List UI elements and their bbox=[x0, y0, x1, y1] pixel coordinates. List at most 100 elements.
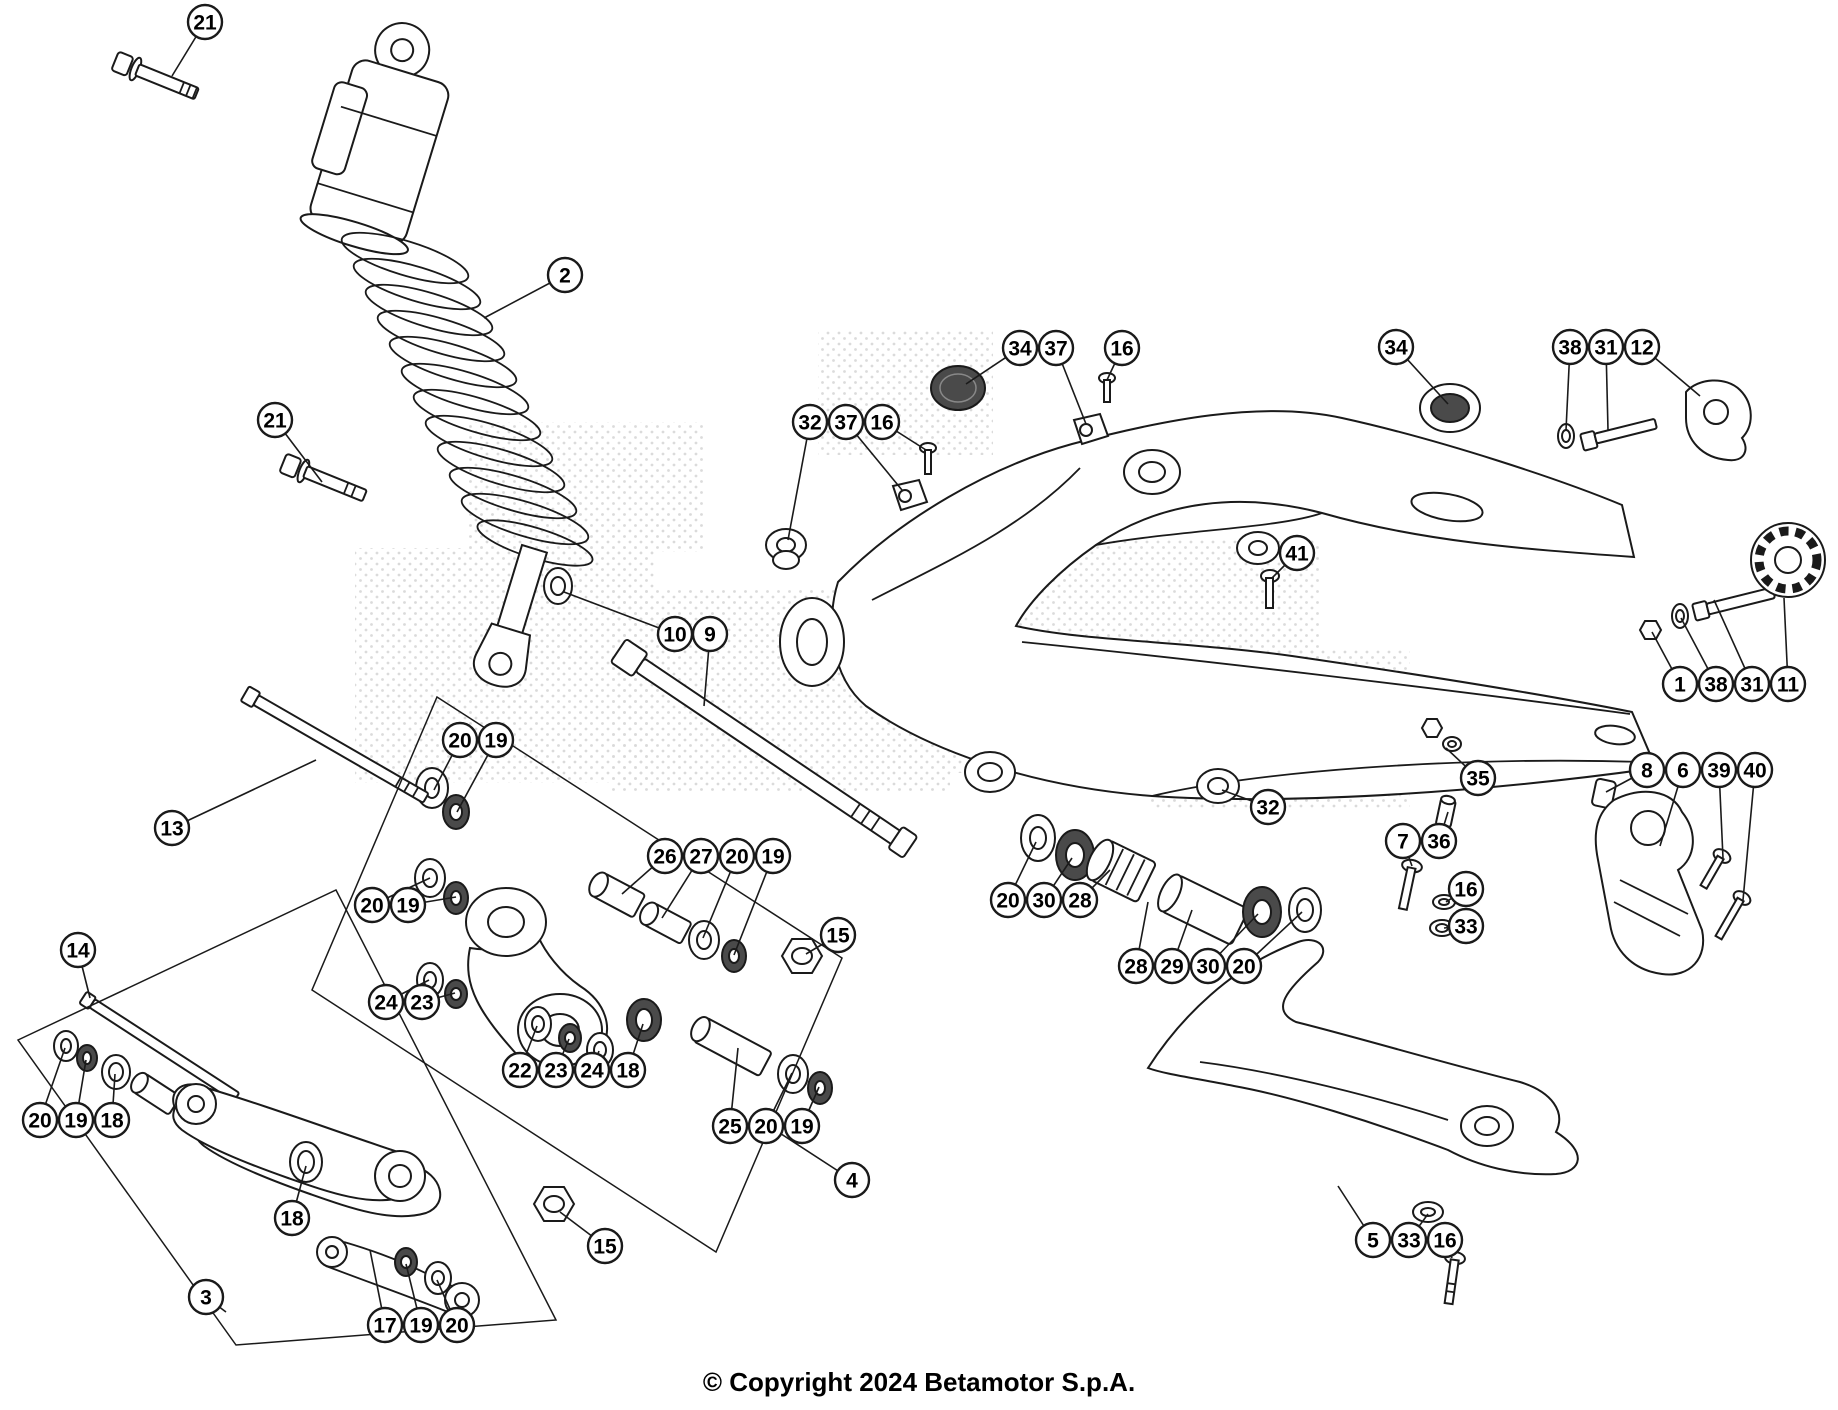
callout-34: 34 bbox=[1001, 329, 1039, 367]
svg-text:16: 16 bbox=[1454, 879, 1477, 902]
svg-text:3: 3 bbox=[200, 1287, 212, 1310]
swingarm-bearing-parts bbox=[543, 528, 1322, 945]
svg-text:4: 4 bbox=[846, 1170, 858, 1193]
shock-clevis bbox=[472, 543, 549, 688]
svg-text:38: 38 bbox=[1558, 337, 1582, 360]
callout-15: 15 bbox=[819, 916, 857, 954]
svg-text:16: 16 bbox=[870, 412, 893, 435]
callout-30: 30 bbox=[1189, 947, 1227, 985]
chain-slider-illustration bbox=[1146, 939, 1579, 1306]
svg-text:34: 34 bbox=[1008, 338, 1032, 361]
svg-text:19: 19 bbox=[761, 846, 784, 869]
callout-13: 13 bbox=[153, 809, 191, 847]
svg-text:37: 37 bbox=[1044, 338, 1067, 361]
svg-text:21: 21 bbox=[263, 410, 287, 433]
linkage-pin bbox=[240, 685, 429, 804]
callout-27: 27 bbox=[682, 837, 720, 875]
linkage-arm-parts bbox=[53, 685, 576, 1318]
svg-text:34: 34 bbox=[1384, 337, 1408, 360]
callout-31: 31 bbox=[1587, 328, 1625, 366]
callout-16: 16 bbox=[863, 403, 901, 441]
shock-body bbox=[299, 22, 450, 256]
callout-6: 6 bbox=[1664, 751, 1702, 789]
shock-lower-bolt bbox=[279, 453, 368, 502]
svg-text:23: 23 bbox=[544, 1060, 567, 1083]
callout-40: 40 bbox=[1736, 751, 1774, 789]
callout-20: 20 bbox=[441, 721, 479, 759]
group-box-3 bbox=[16, 889, 558, 1346]
svg-text:35: 35 bbox=[1466, 768, 1490, 791]
svg-text:25: 25 bbox=[718, 1116, 742, 1139]
callout-7: 7 bbox=[1384, 822, 1422, 860]
callout-4: 4 bbox=[833, 1161, 871, 1199]
callout-28: 28 bbox=[1117, 947, 1155, 985]
svg-text:18: 18 bbox=[616, 1060, 640, 1083]
shock-absorber-illustration bbox=[111, 22, 594, 688]
callout-15: 15 bbox=[586, 1227, 624, 1265]
svg-text:30: 30 bbox=[1196, 956, 1219, 979]
svg-text:38: 38 bbox=[1704, 674, 1728, 697]
svg-text:26: 26 bbox=[653, 846, 676, 869]
callout-19: 19 bbox=[57, 1101, 95, 1139]
spring-coils bbox=[340, 231, 594, 567]
callout-25: 25 bbox=[711, 1107, 749, 1145]
svg-text:20: 20 bbox=[448, 730, 471, 753]
svg-text:14: 14 bbox=[66, 940, 90, 963]
callout-24: 24 bbox=[573, 1051, 611, 1089]
callout-16: 16 bbox=[1426, 1221, 1464, 1259]
callout-20: 20 bbox=[1225, 947, 1263, 985]
callout-11: 11 bbox=[1769, 665, 1807, 703]
svg-text:21: 21 bbox=[193, 12, 217, 35]
chain-guide bbox=[1594, 790, 1705, 976]
callout-20: 20 bbox=[989, 881, 1027, 919]
callout-19: 19 bbox=[389, 886, 427, 924]
callout-19: 19 bbox=[783, 1107, 821, 1145]
callout-35: 35 bbox=[1459, 759, 1497, 797]
copyright-text: © Copyright 2024 Betamotor S.p.A. bbox=[702, 1367, 1136, 1397]
svg-text:9: 9 bbox=[704, 624, 716, 647]
callout-20: 20 bbox=[21, 1101, 59, 1139]
svg-text:31: 31 bbox=[1594, 337, 1618, 360]
callout-5: 5 bbox=[1354, 1221, 1392, 1259]
right-side-parts bbox=[1397, 379, 1826, 976]
callout-28: 28 bbox=[1061, 881, 1099, 919]
svg-text:32: 32 bbox=[1256, 797, 1279, 820]
svg-text:40: 40 bbox=[1743, 760, 1766, 783]
svg-text:24: 24 bbox=[580, 1060, 604, 1083]
callout-20: 20 bbox=[747, 1107, 785, 1145]
svg-text:37: 37 bbox=[834, 412, 857, 435]
callout-32: 32 bbox=[791, 403, 829, 441]
svg-text:39: 39 bbox=[1707, 760, 1730, 783]
callout-32: 32 bbox=[1249, 788, 1287, 826]
svg-text:20: 20 bbox=[754, 1116, 777, 1139]
callout-19: 19 bbox=[754, 837, 792, 875]
svg-text:16: 16 bbox=[1110, 338, 1133, 361]
callout-21: 21 bbox=[256, 401, 294, 439]
callout-33: 33 bbox=[1447, 907, 1485, 945]
callout-37: 37 bbox=[1037, 329, 1075, 367]
callout-12: 12 bbox=[1623, 328, 1661, 366]
svg-text:13: 13 bbox=[160, 818, 183, 841]
svg-text:11: 11 bbox=[1777, 674, 1800, 697]
svg-text:33: 33 bbox=[1454, 916, 1477, 939]
callout-20: 20 bbox=[718, 837, 756, 875]
svg-text:19: 19 bbox=[396, 895, 419, 918]
small-fasteners bbox=[891, 365, 1481, 609]
svg-text:16: 16 bbox=[1433, 1230, 1456, 1253]
svg-text:30: 30 bbox=[1032, 890, 1055, 913]
callout-19: 19 bbox=[402, 1306, 440, 1344]
callout-30: 30 bbox=[1025, 881, 1063, 919]
svg-text:15: 15 bbox=[593, 1236, 617, 1259]
svg-text:15: 15 bbox=[826, 925, 850, 948]
svg-text:22: 22 bbox=[508, 1060, 531, 1083]
callout-16: 16 bbox=[1447, 870, 1485, 908]
callout-20: 20 bbox=[438, 1306, 476, 1344]
callout-16: 16 bbox=[1103, 329, 1141, 367]
callout-24: 24 bbox=[367, 983, 405, 1021]
callout-14: 14 bbox=[59, 931, 97, 969]
rubber-cap bbox=[930, 365, 986, 411]
svg-text:28: 28 bbox=[1124, 956, 1148, 979]
svg-text:1: 1 bbox=[1674, 674, 1686, 697]
pivot-axle bbox=[610, 639, 918, 858]
